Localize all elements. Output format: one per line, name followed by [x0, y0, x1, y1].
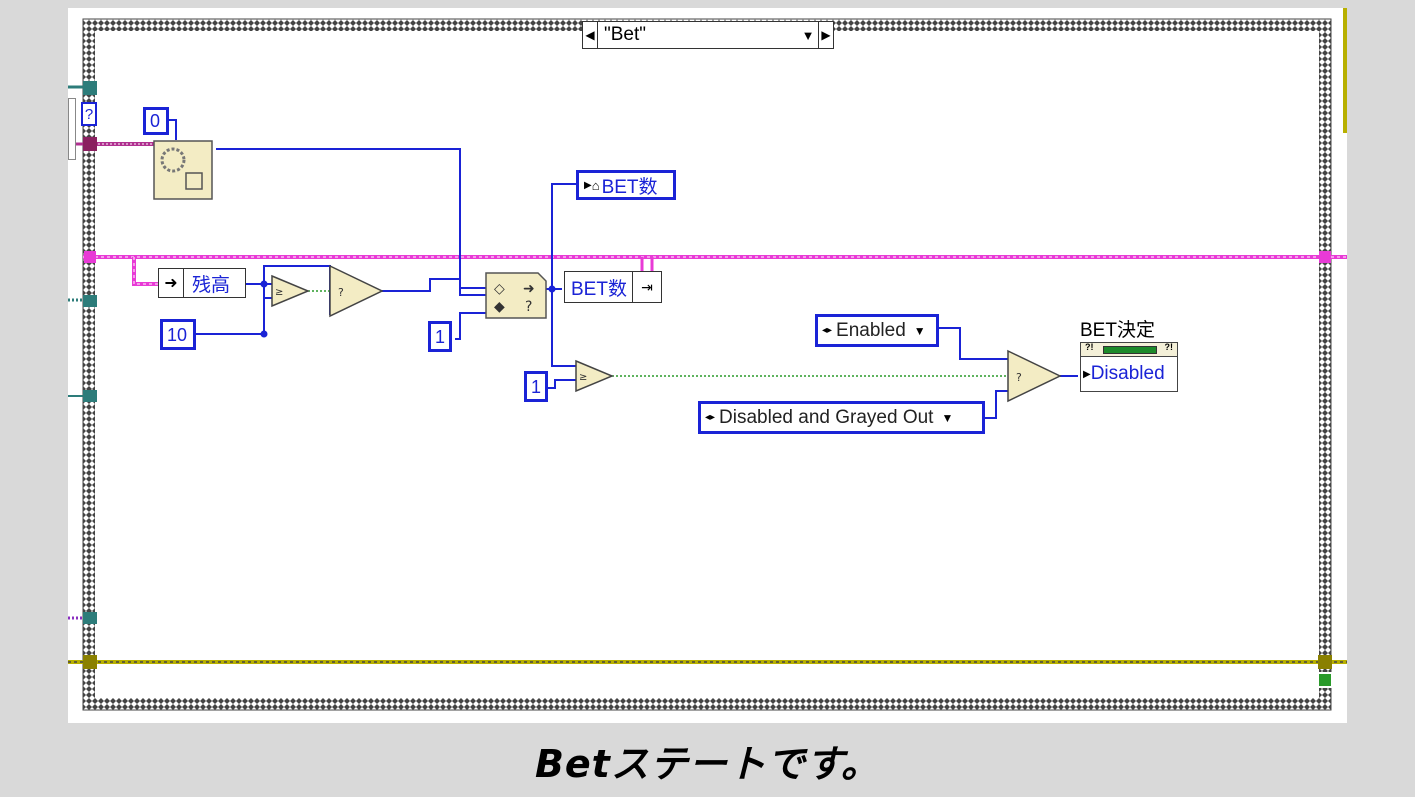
- triangle-right-icon: ▶: [1083, 368, 1091, 380]
- property-value: Disabled: [1090, 363, 1165, 384]
- const-zero[interactable]: 0: [143, 107, 169, 135]
- enum-arrows-icon: ◂▸: [705, 412, 716, 423]
- int-wires: [168, 119, 1078, 419]
- left-edge-stub: [68, 98, 76, 160]
- bundle-arrow-icon: ⇥: [632, 272, 661, 302]
- arrow-right-icon: ➜: [159, 269, 184, 297]
- svg-text:◆: ◆: [494, 299, 505, 315]
- svg-text:≥: ≥: [579, 372, 587, 383]
- property-node-label: BET決定: [1080, 320, 1155, 341]
- property-node-header: ?! ?!: [1081, 342, 1177, 357]
- const-one-b-value: 1: [531, 376, 542, 397]
- right-edge-mark: [1343, 8, 1347, 133]
- svg-text:◇: ◇: [494, 281, 505, 297]
- property-row[interactable]: ▶ Disabled: [1081, 357, 1177, 391]
- chevron-down-icon[interactable]: ▼: [941, 410, 954, 425]
- svg-text:?: ?: [338, 286, 344, 299]
- bundle-by-name[interactable]: BET数 ⇥: [564, 271, 662, 303]
- svg-text:?: ?: [525, 299, 532, 315]
- bundle-field-label: BET数: [571, 278, 627, 300]
- unbundle-by-name[interactable]: ➜ 残高: [158, 268, 246, 298]
- const-one-a[interactable]: 1: [428, 321, 452, 352]
- svg-text:➜: ➜: [523, 281, 535, 297]
- const-ten[interactable]: 10: [160, 319, 196, 350]
- warning-icon: ?!: [1085, 342, 1094, 352]
- svg-text:≥: ≥: [275, 287, 283, 298]
- unknown-tunnel-label: ?: [84, 105, 94, 123]
- house-icon: ⌂: [591, 177, 600, 193]
- slide-caption: Betステートです。: [534, 742, 881, 786]
- property-node[interactable]: ?! ?! ▶ Disabled: [1080, 342, 1178, 392]
- triangle-right-icon: ▶: [584, 179, 592, 191]
- random-number-primitive[interactable]: [153, 140, 213, 200]
- status-bar: [1103, 346, 1157, 354]
- select-primitive-1[interactable]: ?: [329, 264, 384, 318]
- chevron-down-icon[interactable]: ▼: [801, 27, 815, 43]
- local-variable-label: BET数: [601, 176, 658, 198]
- enum-arrows-icon: ◂▸: [822, 325, 833, 336]
- unbundle-field-label: 残高: [192, 274, 231, 296]
- case-structure-frame[interactable]: [82, 18, 1332, 711]
- const-zero-value: 0: [150, 111, 161, 131]
- select-primitive-2[interactable]: ?: [1007, 349, 1062, 403]
- block-diagram-canvas[interactable]: ≥ ? ≥ ? ◇ ◆ ➜ ? ◀ "Bet": [68, 8, 1347, 723]
- warning-icon: ?!: [1164, 342, 1174, 352]
- compare-greater-equal-2[interactable]: ≥: [575, 359, 614, 393]
- enum-disabled-constant[interactable]: ◂▸ Disabled and Grayed Out ▼: [698, 401, 985, 434]
- enum-disabled-label: Disabled and Grayed Out: [719, 406, 934, 428]
- const-ten-value: 10: [167, 324, 188, 345]
- const-one-a-value: 1: [435, 326, 446, 347]
- decrement-arrow-icon[interactable]: ◀: [583, 22, 598, 48]
- local-variable-bet[interactable]: ▶ ⌂ BET数: [576, 170, 676, 200]
- case-selector[interactable]: ◀ "Bet" ▼ ▶: [582, 21, 834, 49]
- unknown-tunnel[interactable]: ?: [81, 102, 97, 126]
- compare-greater-equal[interactable]: ≥: [271, 274, 310, 308]
- in-range-coerce-primitive[interactable]: ◇ ◆ ➜ ?: [485, 272, 547, 319]
- wiring-layer: ≥ ? ≥ ? ◇ ◆ ➜ ?: [68, 18, 1347, 711]
- enum-enabled-constant[interactable]: ◂▸ Enabled ▼: [815, 314, 939, 347]
- case-selector-label: "Bet": [604, 24, 647, 45]
- cluster-wire: [83, 255, 1347, 286]
- enum-enabled-label: Enabled: [836, 319, 906, 341]
- chevron-down-icon[interactable]: ▼: [913, 323, 926, 338]
- increment-arrow-icon[interactable]: ▶: [818, 22, 833, 48]
- svg-text:?: ?: [1016, 371, 1022, 384]
- const-one-b[interactable]: 1: [524, 371, 548, 402]
